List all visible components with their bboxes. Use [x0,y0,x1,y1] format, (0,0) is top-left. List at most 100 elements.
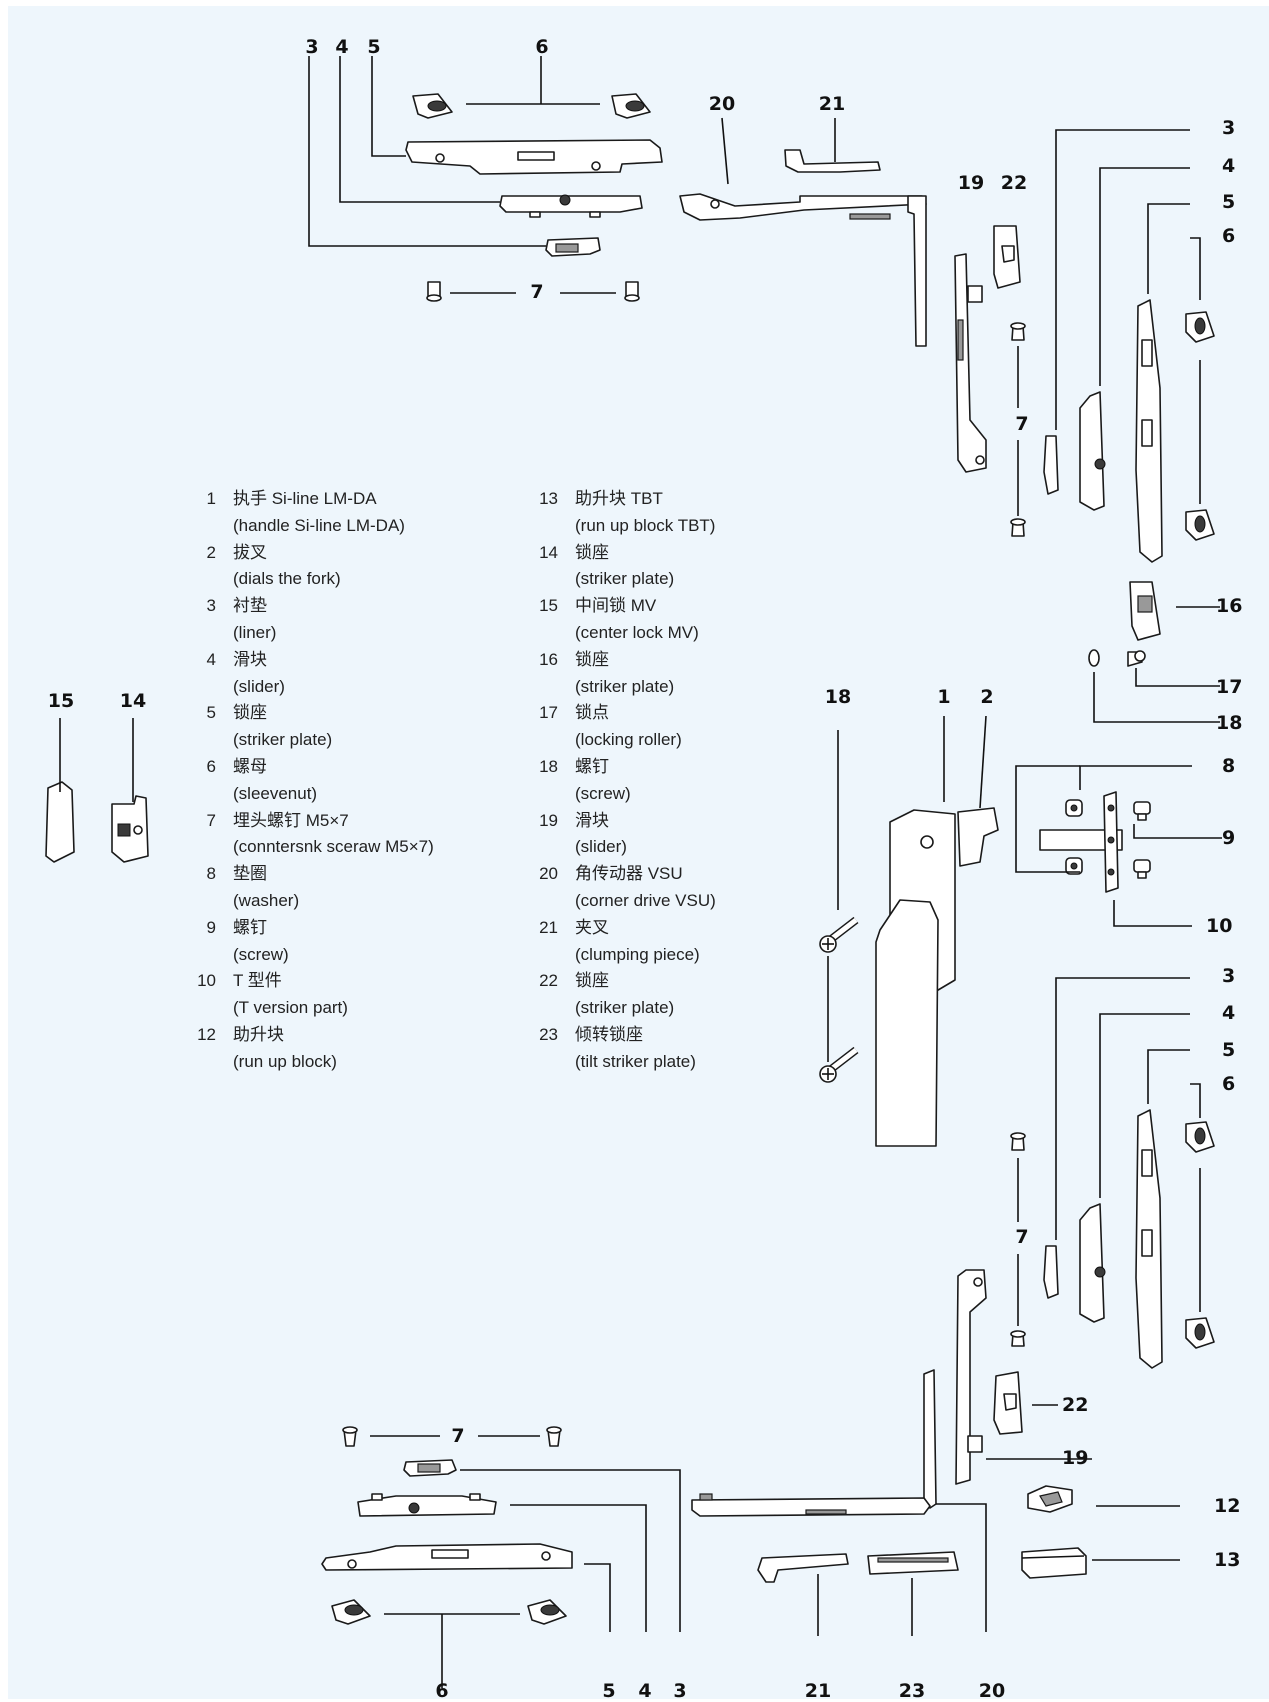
legend-text: 拔叉(dials the fork) [233,540,341,594]
legend-chinese-name: 垫圈 [233,864,267,884]
bottom-striker-plate [321,1543,573,1571]
legend-number: 2 [206,542,216,562]
legend-chinese-name: 拔叉 [233,542,267,562]
legend-number: 14 [539,542,558,562]
top-right-striker-5 [1135,299,1163,563]
callout-top-20: 20 [708,93,736,115]
legend-number: 19 [539,810,558,830]
legend-text: 滑块(slider) [575,808,627,862]
bottom-clumping-piece [757,1553,849,1583]
callout-l-15: 15 [47,690,75,712]
legend-chinese-name: 锁点 [575,703,609,723]
legend-english-name: (conntersnk sceraw M5×7) [233,837,434,857]
legend-number: 20 [539,864,558,884]
legend-english-name: (T version part) [233,998,348,1018]
callout-tr-7: 7 [1015,413,1029,435]
legend-chinese-name: 螺钉 [233,917,267,937]
right-washer-18 [1088,649,1100,667]
callout-b-7: 7 [451,1425,465,1447]
legend-text: 中间锁 MV (center lock MV) [575,593,699,647]
legend-english-name: (locking roller) [575,730,682,750]
legend-english-name: (striker plate) [575,676,675,696]
legend-english-name: (center lock MV) [575,622,699,642]
callout-r-17: 17 [1216,676,1243,698]
bottom-corner-drive [691,1369,937,1517]
legend-chinese-name: 执手 Si-line LM-DA [233,489,377,508]
callout-br-12: 12 [1214,1495,1241,1517]
legend-text: 锁座(striker plate) [575,647,674,701]
legend-number: 10 [197,971,216,991]
callout-tr-19: 19 [957,172,985,194]
bottom-screw-left [342,1426,358,1447]
legend-text: 助升块 TBT(run up block TBT) [575,486,715,540]
top-right-screw-top [1010,322,1026,341]
legend-number: 5 [206,703,216,723]
callout-tr-22: 22 [1000,172,1028,194]
legend-number: 3 [206,596,216,616]
legend-chinese-name: 螺母 [233,756,267,776]
legend-english-name: (run up block TBT) [575,515,716,535]
top-striker-plate [405,139,663,175]
bottom-screw-right [546,1426,562,1447]
legend-number: 4 [206,649,216,669]
bottom-right-striker-5 [1135,1109,1163,1369]
bottom-right-slider-19 [955,1269,987,1485]
legend-chinese-name: 螺钉 [575,756,609,776]
screw-9-top [1133,801,1151,821]
legend-english-name: (liner) [233,622,277,642]
callout-b-6: 6 [435,1680,449,1702]
callout-br-5: 5 [1222,1039,1236,1061]
callout-tr-6: 6 [1222,225,1236,247]
legend-chinese-name: 衬垫 [233,596,267,616]
legend-number: 21 [539,917,558,937]
legend-text: 锁座 (striker plate) [233,700,332,754]
legend-chinese-name: 锁座 [575,971,609,991]
legend-english-name: (clumping piece) [575,944,700,964]
callout-h-9: 9 [1222,827,1236,849]
legend-text: 角传动器 VSU(corner drive VSU) [575,861,716,915]
legend-text: 螺母(sleevenut) [233,754,317,808]
legend-chinese-name: 夹叉 [575,917,609,937]
run-up-block-12 [1027,1485,1073,1513]
bottom-sleevenut-left [331,1599,371,1625]
callout-r-18: 18 [1216,712,1243,734]
legend-english-name: (tilt striker plate) [575,1051,696,1071]
legend-chinese-name: 锁座 [233,703,267,723]
legend-text: 螺钉(screw) [575,754,631,808]
legend-chinese-name: 角传动器 VSU [575,864,683,884]
legend-number: 22 [539,971,558,991]
legend-english-name: (striker plate) [233,730,333,750]
legend-text: 埋头螺钉 M5×7(conntersnk sceraw M5×7) [233,808,434,862]
callout-top-3: 3 [305,36,319,58]
callout-br-7: 7 [1015,1226,1029,1248]
legend-english-name: (slider) [575,837,627,857]
legend-number: 17 [539,703,558,723]
legend-english-name: (screw) [233,944,289,964]
legend-chinese-name: 锁座 [575,542,609,562]
callout-top-7: 7 [530,281,544,303]
t-version-part [1039,791,1123,893]
top-right-sleevenut-bottom [1185,509,1215,541]
handle [875,809,956,1147]
bottom-right-sleevenut-top [1185,1121,1215,1153]
legend-english-name: (striker plate) [575,569,675,589]
bottom-right-striker-22 [993,1371,1023,1435]
top-right-liner [1043,435,1059,495]
legend-chinese-name: 中间锁 MV [575,596,657,616]
callout-h-1: 1 [937,686,951,708]
callout-br-13: 13 [1214,1549,1241,1571]
top-corner-drive [679,193,927,347]
callout-h-10: 10 [1206,915,1233,937]
callout-top-4: 4 [335,36,349,58]
callout-top-21: 21 [818,93,846,115]
bottom-right-screw-top [1010,1132,1026,1151]
bottom-tilt-striker [867,1551,959,1575]
legend-text: 锁座(striker plate) [575,968,674,1022]
striker-14 [111,795,149,863]
top-screw-right [624,281,640,302]
legend-number: 1 [206,489,216,508]
legend-text: 垫圈(washer) [233,861,299,915]
legend-number: 15 [539,596,558,616]
legend-text: 倾转锁座(tilt striker plate) [575,1022,696,1076]
